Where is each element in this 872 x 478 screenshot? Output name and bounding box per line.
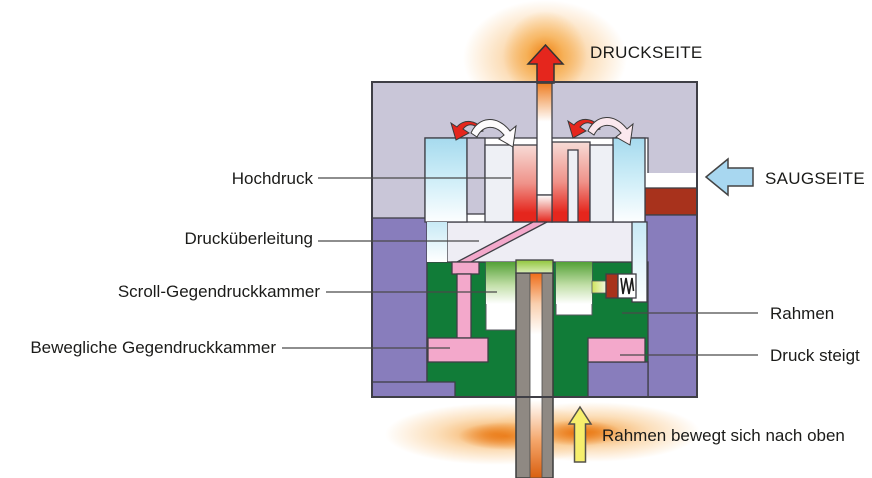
label-lines [282, 177, 758, 356]
suction-arrow-icon [704, 157, 754, 197]
discharge-upturn [536, 194, 553, 223]
frame-up-arrow-icon [567, 405, 593, 463]
label-druckseite: DRUCKSEITE [590, 43, 703, 62]
curved-arrow-white-right-icon [587, 117, 634, 146]
orbiting-fin-left [484, 144, 514, 223]
housing-wall-right [644, 214, 698, 398]
label-scroll-gegendruckkammer: Scroll-Gegendruckkammer [117, 282, 320, 301]
highpressure-channel-left [512, 144, 538, 223]
label-rahmen: Rahmen [770, 304, 835, 323]
label-saugseite: SAUGSEITE [765, 169, 866, 188]
well-gradient-right [556, 262, 592, 304]
label-druck-steigt: Druck steigt [770, 346, 860, 365]
housing-wall-left [371, 217, 428, 398]
label-rahmen-bewegt: Rahmen bewegt sich nach oben [602, 426, 845, 445]
flow-arrows [450, 117, 634, 148]
fixed-scroll-fin-left [466, 137, 486, 215]
label-bewegliche-gegendruckkammer: Bewegliche Gegendruckkammer [30, 338, 276, 357]
valve-inlet-stub [591, 280, 608, 294]
curved-arrow-white-left-icon [470, 119, 517, 148]
drive-shaft-core [529, 272, 543, 478]
suction-port-gap [645, 173, 697, 188]
housing-bottom-right [587, 361, 649, 398]
label-druckueberleitung: Drucküberleitung [184, 229, 313, 248]
suction-channel-right [612, 137, 646, 223]
pink-column [456, 273, 472, 339]
discharge-channel [536, 81, 553, 196]
orbiting-fin-right [589, 144, 614, 223]
housing-bottom-left [371, 381, 456, 398]
suction-block [644, 187, 698, 216]
pressure-rise-chamber [587, 337, 646, 363]
housing-outline [371, 81, 698, 398]
well-gradient-left [486, 262, 516, 304]
label-hochdruck: Hochdruck [231, 169, 313, 188]
suction-channel-left-lower [427, 222, 447, 262]
movable-counterpressure-chamber [427, 337, 489, 363]
shaft-top-seal [515, 259, 554, 274]
valve-piston [605, 273, 619, 299]
orbiting-fin-inner-right [567, 149, 579, 223]
valve-spring-icon [620, 277, 635, 295]
suction-channel-left [424, 137, 468, 223]
pink-header [451, 261, 480, 275]
